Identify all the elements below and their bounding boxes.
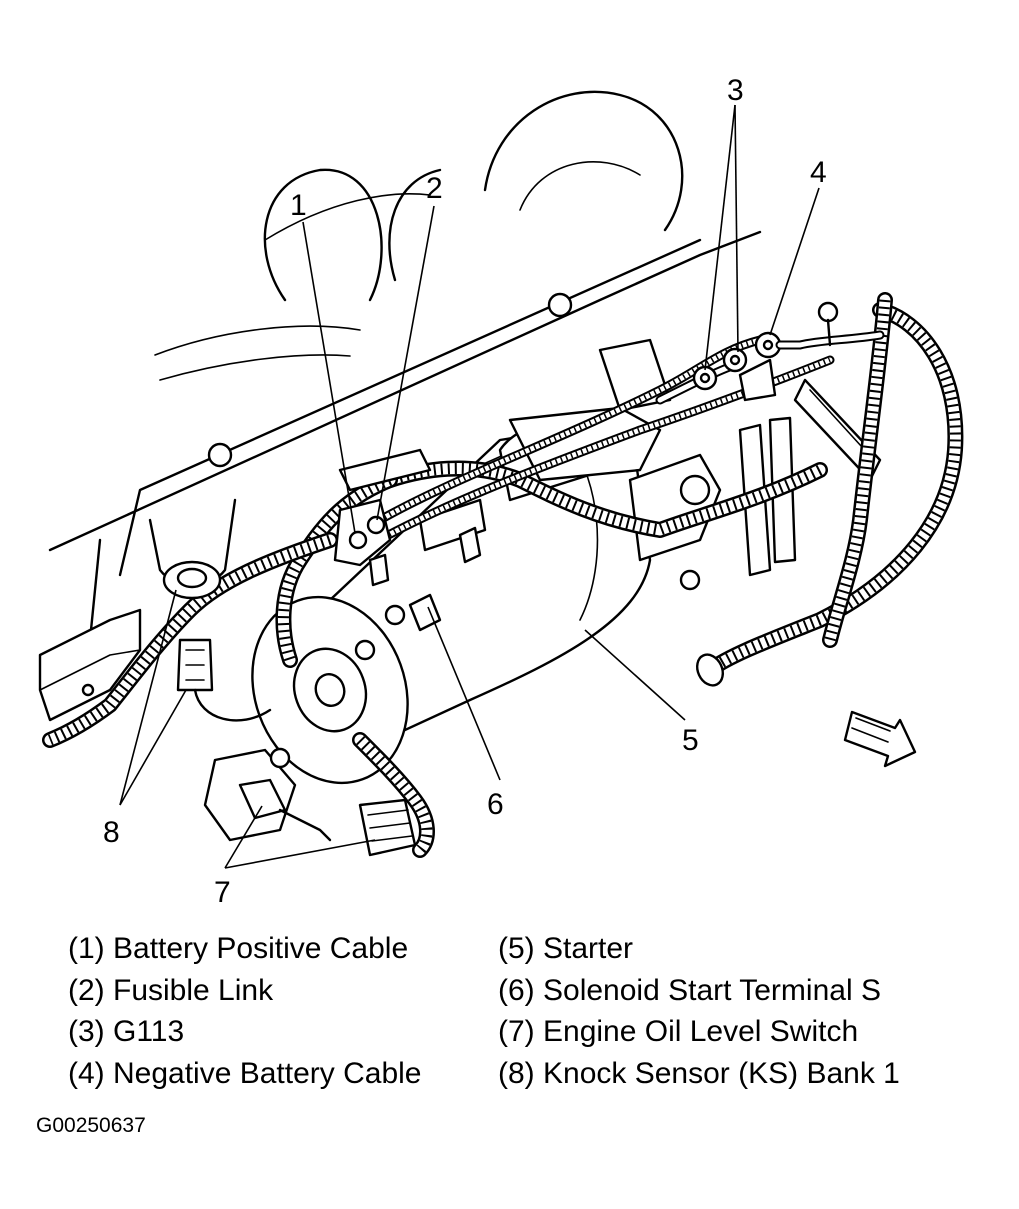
wiring-harness — [42, 292, 964, 858]
callout-8: 8 — [103, 816, 120, 849]
legend-left-column: (1) Battery Positive Cable (2) Fusible L… — [68, 928, 422, 1094]
callout-7: 7 — [214, 876, 231, 909]
callout-4: 4 — [810, 156, 827, 189]
legend-item-negative-battery-cable: (4) Negative Battery Cable — [68, 1056, 422, 1090]
legend-item-engine-oil-level-switch: (7) Engine Oil Level Switch — [498, 1015, 859, 1048]
callout-2: 2 — [426, 172, 443, 205]
engine-bracket — [598, 338, 882, 577]
legend-item-knock-sensor: (8) Knock Sensor (KS) Bank 1 — [498, 1056, 900, 1090]
engine-block — [38, 90, 762, 722]
starter-wiring-diagram: 1 2 3 4 5 6 7 8 — [38, 74, 964, 909]
leader-lines — [119, 104, 820, 869]
legend-item-g113: (3) G113 — [68, 1015, 185, 1048]
legend-item-starter: (5) Starter — [498, 932, 634, 965]
legend-item-fusible-link: (2) Fusible Link — [68, 973, 274, 1007]
callout-6: 6 — [487, 788, 504, 821]
callout-5: 5 — [682, 724, 699, 757]
knock-sensor — [162, 560, 272, 722]
callout-numbers: 1 2 3 4 5 6 7 8 — [103, 74, 827, 909]
ground-terminals — [692, 301, 885, 402]
direction-arrow-icon — [843, 710, 917, 768]
legend-item-battery-positive-cable: (1) Battery Positive Cable — [68, 932, 409, 965]
callout-3: 3 — [727, 74, 744, 107]
figure-id: G00250637 — [36, 1114, 146, 1137]
callout-1: 1 — [290, 189, 307, 222]
legend-right-column: (5) Starter (6) Solenoid Start Terminal … — [498, 928, 900, 1094]
oil-level-switch — [203, 747, 417, 857]
legend-item-solenoid-start-terminal: (6) Solenoid Start Terminal S — [498, 973, 881, 1007]
